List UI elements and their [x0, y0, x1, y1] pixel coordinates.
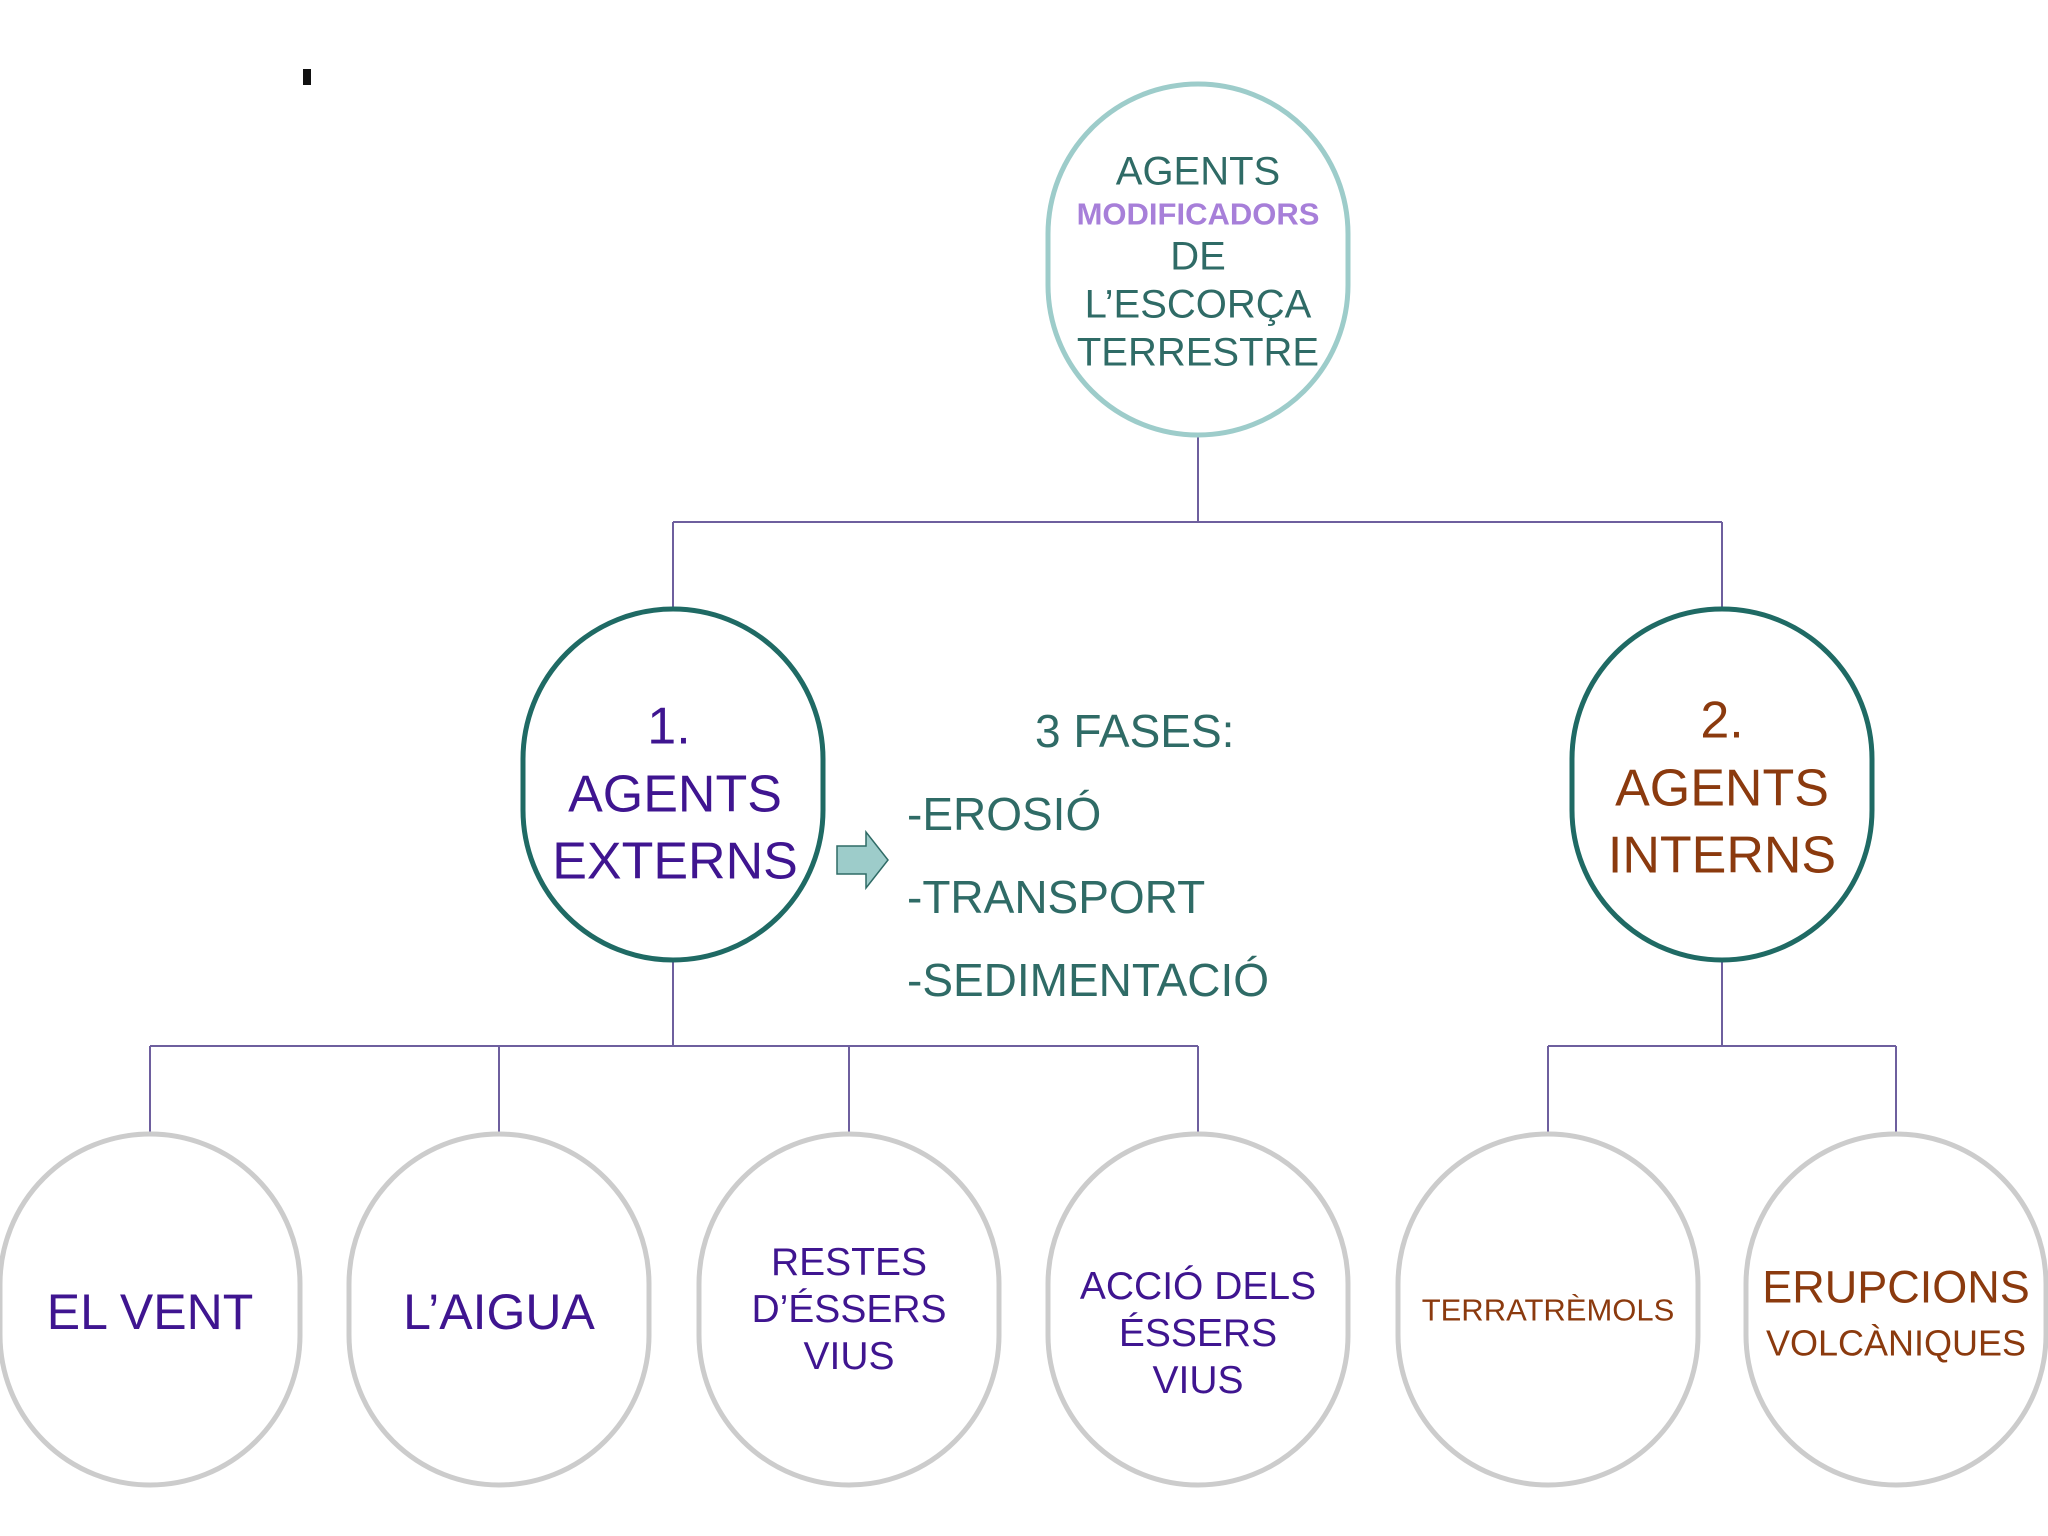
externs-label: 1. AGENTS EXTERNS: [552, 694, 798, 897]
interns-label: 2. AGENTS INTERNS: [1608, 688, 1836, 891]
root-node: [1045, 81, 1351, 438]
leaf-label-accio-line1: ACCIÓ DELS: [1079, 1264, 1317, 1308]
leaf-label-accio-line2: ÉSSERS: [1118, 1311, 1278, 1355]
leaf-node-accio: [1045, 1131, 1351, 1488]
leaf-label-vent-line1: EL VENT: [46, 1284, 254, 1340]
leaf-label-restes: RESTES D’ÉSSERS VIUS: [751, 1240, 946, 1380]
root-label-line5: TERRESTRE: [1076, 330, 1320, 375]
root-label-line4: L’ESCORÇA: [1084, 282, 1312, 327]
leaf-node-aigua: [346, 1131, 652, 1488]
interns-label-line3: INTERNS: [1607, 826, 1837, 885]
leaf-node-restes: [696, 1131, 1002, 1488]
leaf-label-terratremols: TERRATRÈMOLS: [1422, 1291, 1675, 1328]
leaf-label-restes-line3: VIUS: [803, 1334, 895, 1378]
phase-item-erosio: -EROSIÓ: [907, 788, 1102, 840]
externs-label-line1: 1.: [647, 697, 691, 756]
interns-node: [1569, 606, 1875, 963]
phases-list: 3 FASES: -EROSIÓ -TRANSPORT -SEDIMENTACI…: [907, 690, 1269, 1022]
leaf-label-terratremols-line1: TERRATRÈMOLS: [1421, 1292, 1675, 1328]
externs-label-line2: AGENTS: [568, 765, 782, 824]
arrow-right-icon: [836, 829, 889, 891]
root-label: AGENTS MODIFICADORS DE L’ESCORÇA TERREST…: [1077, 147, 1320, 376]
interns-label-line2: AGENTS: [1615, 759, 1829, 818]
connectors: [149, 437, 1897, 1133]
leaf-label-erupcions-line2: VOLCÀNIQUES: [1765, 1322, 2027, 1364]
leaf-label-restes-line2: D’ÉSSERS: [751, 1287, 947, 1331]
root-label-line3: DE: [1170, 234, 1226, 279]
externs-label-line3: EXTERNS: [552, 832, 798, 891]
leaf-label-accio-line3: VIUS: [1152, 1358, 1244, 1402]
leaf-node-vent: [0, 1131, 303, 1488]
externs-node: [520, 606, 826, 963]
root-label-line1: AGENTS: [1115, 149, 1281, 194]
phases-title: 3 FASES:: [1035, 705, 1235, 757]
leaf-label-erupcions-line1: ERUPCIONS: [1762, 1261, 2030, 1313]
leaf-node-erupcions: [1743, 1131, 2048, 1488]
decorative-mark: [303, 69, 311, 85]
leaf-label-erupcions: ERUPCIONS VOLCÀNIQUES: [1762, 1255, 2030, 1368]
leaf-label-aigua: L’AIGUA: [403, 1282, 595, 1342]
leaf-node-terratremols: [1395, 1131, 1701, 1488]
interns-label-line1: 2.: [1700, 691, 1744, 750]
leaf-label-vent: EL VENT: [47, 1282, 254, 1342]
leaf-label-aigua-line1: L’AIGUA: [403, 1284, 595, 1340]
phase-item-sedimentacio: -SEDIMENTACIÓ: [907, 954, 1270, 1006]
root-label-line2: MODIFICADORS: [1076, 196, 1320, 232]
leaf-label-restes-line1: RESTES: [770, 1240, 928, 1284]
leaf-label-accio: ACCIÓ DELS ÉSSERS VIUS: [1080, 1264, 1316, 1404]
phase-item-transport: -TRANSPORT: [907, 871, 1206, 923]
